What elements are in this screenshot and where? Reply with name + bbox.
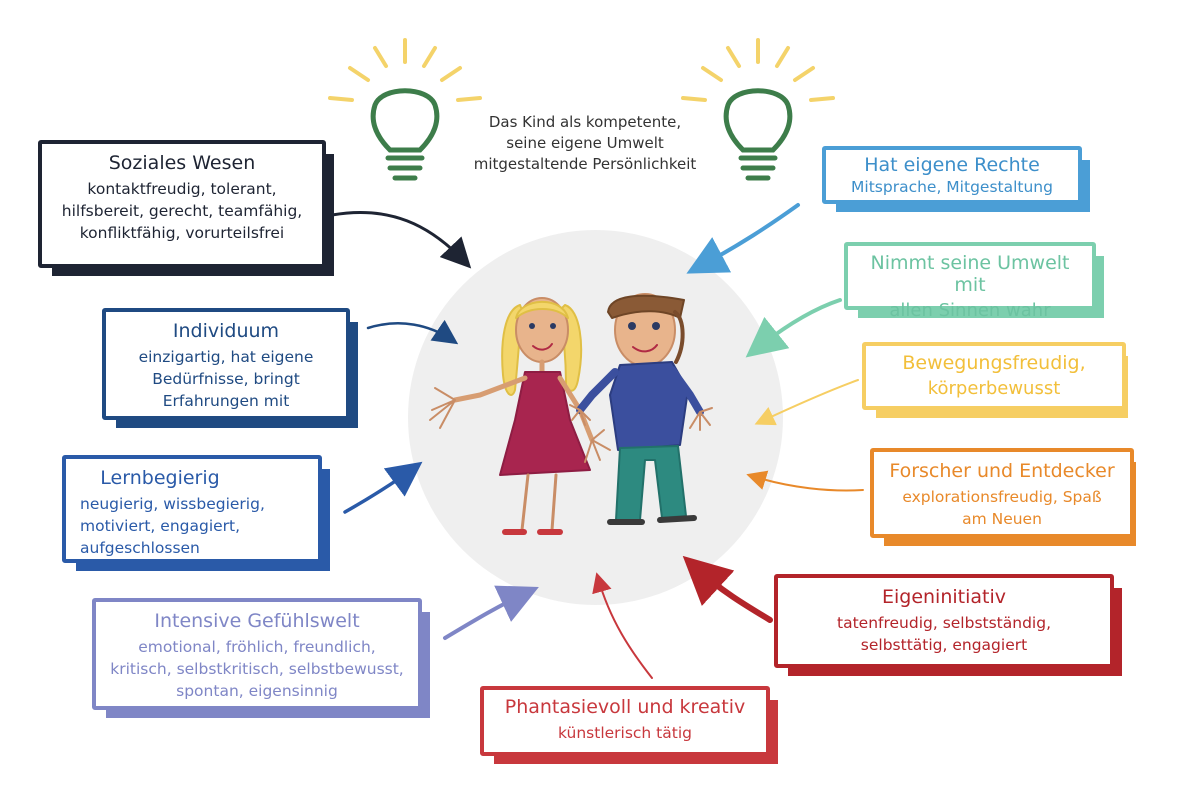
box-title: Intensive Gefühlswelt bbox=[154, 610, 360, 632]
box-title: Forscher und Entdecker bbox=[889, 460, 1115, 482]
box-text-line: spontan, eigensinnig bbox=[176, 682, 338, 700]
box-text-line: Erfahrungen mit bbox=[162, 392, 290, 410]
box-title: Bewegungsfreudig, bbox=[902, 352, 1086, 374]
box-title: Nimmt seine Umwelt mit bbox=[870, 252, 1070, 296]
box-individuum: Individuum einzigartig, hat eigene Bedür… bbox=[102, 308, 358, 428]
center-title-line1: Das Kind als kompetente, bbox=[488, 113, 682, 131]
box-intensive-gefuehlswelt: Intensive Gefühlswelt emotional, fröhlic… bbox=[92, 598, 430, 718]
arrow-phantasie bbox=[592, 572, 653, 679]
box-lernbegierig: Lernbegierig neugierig, wissbegierig, mo… bbox=[62, 455, 330, 571]
lightbulb-icon bbox=[723, 88, 793, 181]
box-text-line: aufgeschlossen bbox=[80, 539, 200, 557]
box-bewegungsfreudig: Bewegungsfreudig, körperbewusst bbox=[862, 342, 1128, 418]
child-drawing-girl bbox=[429, 297, 611, 535]
lightbulb-icon bbox=[370, 88, 440, 181]
arrow-rechte bbox=[686, 203, 800, 274]
box-text-line: Bedürfnisse, bringt bbox=[152, 370, 300, 388]
box-title: Soziales Wesen bbox=[108, 152, 256, 174]
box-text-line: allen Sinnen wahr bbox=[889, 300, 1051, 321]
arrow-individuum bbox=[366, 319, 459, 345]
box-text-line: hilfsbereit, gerecht, teamfähig, bbox=[61, 202, 303, 220]
arrow-soziales bbox=[330, 210, 472, 269]
arrow-eigeninitiativ bbox=[682, 555, 773, 623]
box-text-line: kontaktfreudig, tolerant, bbox=[87, 180, 277, 198]
box-title: Hat eigene Rechte bbox=[864, 154, 1040, 176]
box-text-line: am Neuen bbox=[962, 510, 1042, 528]
box-text-line: kritisch, selbstkritisch, selbstbewusst, bbox=[110, 660, 404, 678]
center-title-line2: seine eigene Umwelt bbox=[506, 134, 664, 152]
box-title: Eigeninitiativ bbox=[881, 586, 1007, 608]
arrow-sinne bbox=[745, 298, 842, 358]
arrow-bewegung bbox=[754, 379, 859, 426]
arrow-gefuehl bbox=[443, 585, 539, 640]
center-circle bbox=[408, 230, 783, 605]
box-title: Phantasievoll und kreativ bbox=[504, 696, 746, 718]
box-text-line: Mitsprache, Mitgestaltung bbox=[851, 178, 1053, 196]
box-text-line: selbsttätig, engagiert bbox=[860, 636, 1028, 654]
center-title: Das Kind als kompetente, seine eigene Um… bbox=[455, 112, 715, 175]
box-text-line: neugierig, wissbegierig, bbox=[80, 495, 265, 513]
box-text-line: einzigartig, hat eigene bbox=[138, 348, 314, 366]
box-text-line: tatenfreudig, selbstständig, bbox=[837, 614, 1051, 632]
arrow-forscher bbox=[746, 470, 864, 492]
left-bulb-rays bbox=[328, 38, 482, 102]
child-drawing-boy bbox=[569, 293, 713, 525]
box-text-line: konfliktfähig, vorurteilsfrei bbox=[79, 224, 285, 242]
box-text-line: explorationsfreudig, Spaß bbox=[902, 488, 1102, 506]
box-rechte: Hat eigene Rechte Mitsprache, Mitgestalt… bbox=[822, 146, 1090, 212]
box-phantasievoll: Phantasievoll und kreativ künstlerisch t… bbox=[480, 686, 778, 764]
box-text-line: künstlerisch tätig bbox=[558, 724, 692, 742]
arrow-lernbegierig bbox=[343, 461, 423, 514]
box-eigeninitiativ: Eigeninitiativ tatenfreudig, selbstständ… bbox=[774, 574, 1122, 676]
box-forscher: Forscher und Entdecker explorationsfreud… bbox=[870, 448, 1136, 546]
box-title: Individuum bbox=[172, 320, 280, 342]
box-title: Lernbegierig bbox=[100, 467, 220, 489]
box-soziales-wesen: Soziales Wesen kontaktfreudig, tolerant,… bbox=[38, 140, 334, 276]
center-title-line3: mitgestaltende Persönlichkeit bbox=[473, 155, 697, 173]
box-sinne: Nimmt seine Umwelt mit allen Sinnen wahr bbox=[844, 242, 1104, 321]
right-bulb-rays bbox=[681, 38, 835, 102]
box-text-line: emotional, fröhlich, freundlich, bbox=[138, 638, 376, 656]
box-text-line: körperbewusst bbox=[927, 378, 1061, 399]
box-text-line: motiviert, engagiert, bbox=[80, 517, 241, 535]
